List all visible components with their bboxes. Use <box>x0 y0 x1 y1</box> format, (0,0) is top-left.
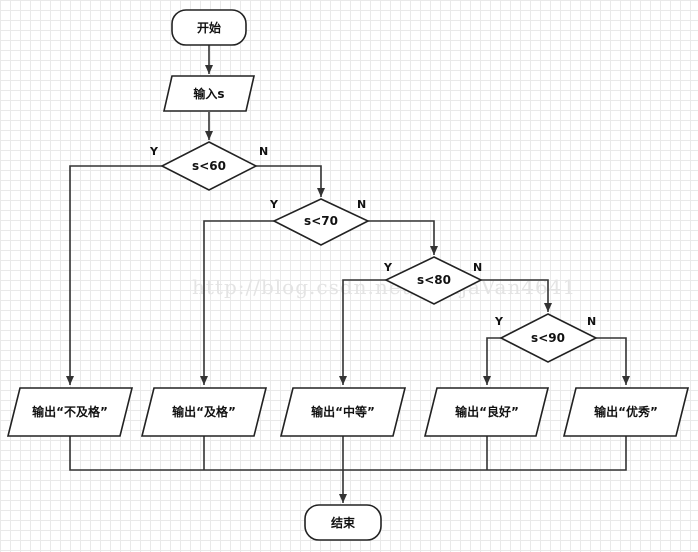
output-excellent: 输出“优秀” <box>562 387 690 437</box>
branch-label-d90-no: N <box>587 315 596 328</box>
branch-label-d70-yes: Y <box>269 198 279 211</box>
watermark-text: http://blog.csdn.net/BenjaVan4641 <box>192 275 576 299</box>
edges <box>66 45 630 503</box>
edge-d80-yes <box>339 279 386 385</box>
decision-s90-label: s<90 <box>531 331 565 345</box>
edge-d80-no <box>481 279 552 312</box>
branch-label-d60-no: N <box>259 145 268 158</box>
decision-s80-label: s<80 <box>417 273 451 287</box>
output-mid: 输出“中等” <box>279 387 407 437</box>
edge-d60-no <box>256 165 325 197</box>
start-label: 开始 <box>197 20 221 35</box>
output-mid-label: 输出“中等” <box>311 404 375 419</box>
decision-s60: s<60 <box>160 141 258 191</box>
edge-d70-yes <box>200 220 274 385</box>
output-pass-label: 输出“及格” <box>172 404 236 419</box>
input-node: 输入s <box>162 75 256 112</box>
decision-s70-label: s<70 <box>304 214 338 228</box>
branch-label-d90-yes: Y <box>494 315 504 328</box>
decision-s90: s<90 <box>499 313 598 363</box>
decision-s80: s<80 <box>384 256 483 305</box>
branch-label-d80-yes: Y <box>383 261 393 274</box>
edge-d90-yes <box>483 337 501 385</box>
decision-s70: s<70 <box>272 198 370 246</box>
branch-label-d70-no: N <box>357 198 366 211</box>
start-node: 开始 <box>171 9 247 46</box>
input-label: 输入s <box>193 86 224 101</box>
end-node: 结束 <box>304 504 382 541</box>
end-label: 结束 <box>331 515 356 530</box>
output-pass: 输出“及格” <box>140 387 268 437</box>
edge-d90-no <box>596 337 630 385</box>
edge-d60-yes <box>66 165 162 385</box>
branch-label-d80-no: N <box>473 261 482 274</box>
edge-merge-bus <box>69 436 627 471</box>
output-good-label: 输出“良好” <box>455 404 519 419</box>
output-good: 输出“良好” <box>423 387 550 437</box>
branch-label-d60-yes: Y <box>149 145 159 158</box>
edge-d70-no <box>368 220 438 255</box>
output-fail: 输出“不及格” <box>6 387 134 437</box>
decision-s60-label: s<60 <box>192 159 226 173</box>
output-excellent-label: 输出“优秀” <box>594 404 658 419</box>
output-fail-label: 输出“不及格” <box>32 404 108 419</box>
